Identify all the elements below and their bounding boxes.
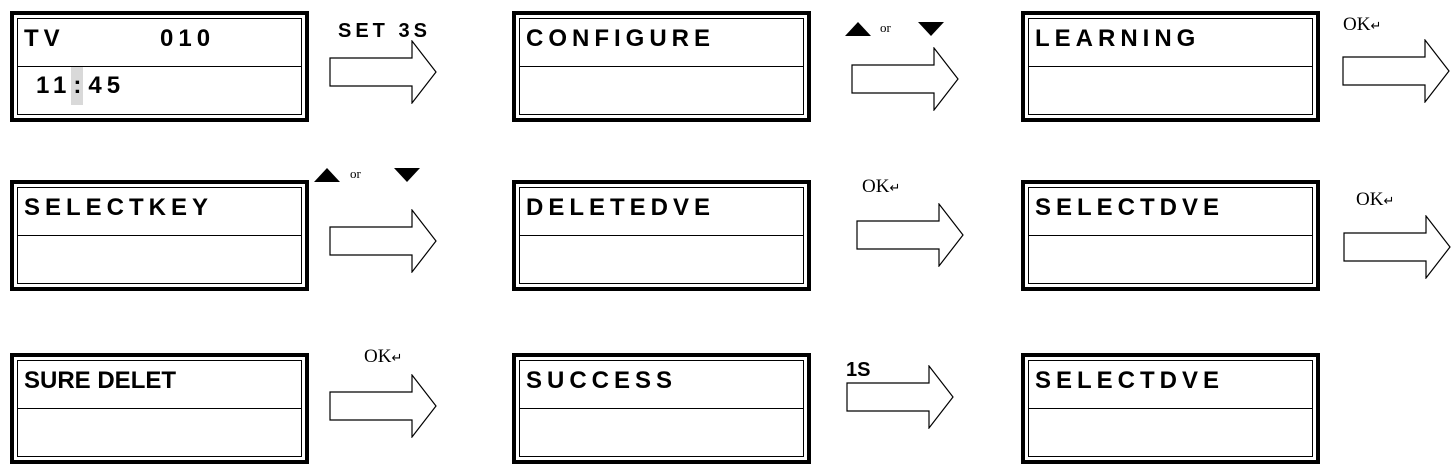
lcd-line-2 (18, 409, 301, 457)
enter-icon: ↵ (1370, 18, 1382, 33)
enter-icon: ↵ (391, 350, 403, 365)
ok-text: OK (364, 346, 392, 367)
lcd-line-2 (520, 236, 803, 284)
channel-number: 010 (160, 25, 216, 52)
right-arrow-icon (1343, 215, 1451, 279)
down-triangle-icon (394, 168, 420, 182)
ok-text: OK (1356, 189, 1384, 210)
lcd-screen-selectdve-final: SELECTDVE (1021, 353, 1320, 464)
right-arrow-icon (856, 203, 964, 267)
right-arrow-icon (846, 365, 954, 429)
lcd-line-1: SELECTKEY (18, 188, 301, 236)
transition-label-1s: 1S (846, 359, 871, 381)
lcd-line-1: CONFIGURE (520, 19, 803, 67)
lcd-line-1: SURE DELET (18, 361, 301, 409)
down-triangle-icon (918, 22, 944, 36)
right-arrow-icon (1342, 39, 1450, 103)
ok-text: OK (862, 176, 890, 197)
mode-label: TV (24, 25, 65, 52)
lcd-line-1: LEARNING (1029, 19, 1312, 67)
lcd-line-2: 11:45 (18, 66, 301, 115)
up-triangle-icon (314, 168, 340, 182)
lcd-line-1: DELETEDVE (520, 188, 803, 236)
lcd-line-2 (1029, 409, 1312, 457)
lcd-line-1: SELECTDVE (1029, 361, 1312, 409)
clock-separator: : (71, 66, 84, 105)
lcd-line-1: SELECTDVE (1029, 188, 1312, 236)
lcd-line-2 (18, 236, 301, 284)
lcd-line-1: TV 010 (18, 19, 301, 67)
up-triangle-icon (845, 22, 871, 36)
or-label: or (880, 20, 891, 35)
enter-icon: ↵ (1383, 193, 1395, 208)
lcd-screen-selectdve: SELECTDVE (1021, 180, 1320, 291)
clock-hours: 11 (36, 71, 72, 99)
lcd-screen-success: SUCCESS (512, 353, 811, 464)
transition-label-set-3s: SET 3S (338, 20, 431, 42)
transition-label-ok: OK↵ (1343, 14, 1381, 36)
clock-minutes: 45 (88, 71, 126, 99)
lcd-screen-sure-delet: SURE DELET (10, 353, 309, 464)
lcd-screen-configure: CONFIGURE (512, 11, 811, 122)
lcd-line-1: SUCCESS (520, 361, 803, 409)
transition-label-ok: OK↵ (1356, 189, 1394, 211)
right-arrow-icon (329, 209, 437, 273)
lcd-screen-selectkey: SELECTKEY (10, 180, 309, 291)
lcd-line-2 (520, 409, 803, 457)
transition-label-ok: OK↵ (364, 346, 402, 368)
lcd-screen-home: TV 010 11:45 (10, 11, 309, 122)
right-arrow-icon (851, 47, 959, 111)
lcd-line-2 (1029, 67, 1312, 115)
or-label: or (350, 166, 361, 181)
enter-icon: ↵ (889, 180, 901, 195)
lcd-screen-learning: LEARNING (1021, 11, 1320, 122)
lcd-screen-deletedve: DELETEDVE (512, 180, 811, 291)
lcd-line-2 (1029, 236, 1312, 284)
ok-text: OK (1343, 14, 1371, 35)
right-arrow-icon (329, 40, 437, 104)
lcd-line-2 (520, 67, 803, 115)
transition-label-ok: OK↵ (862, 176, 900, 198)
right-arrow-icon (329, 374, 437, 438)
